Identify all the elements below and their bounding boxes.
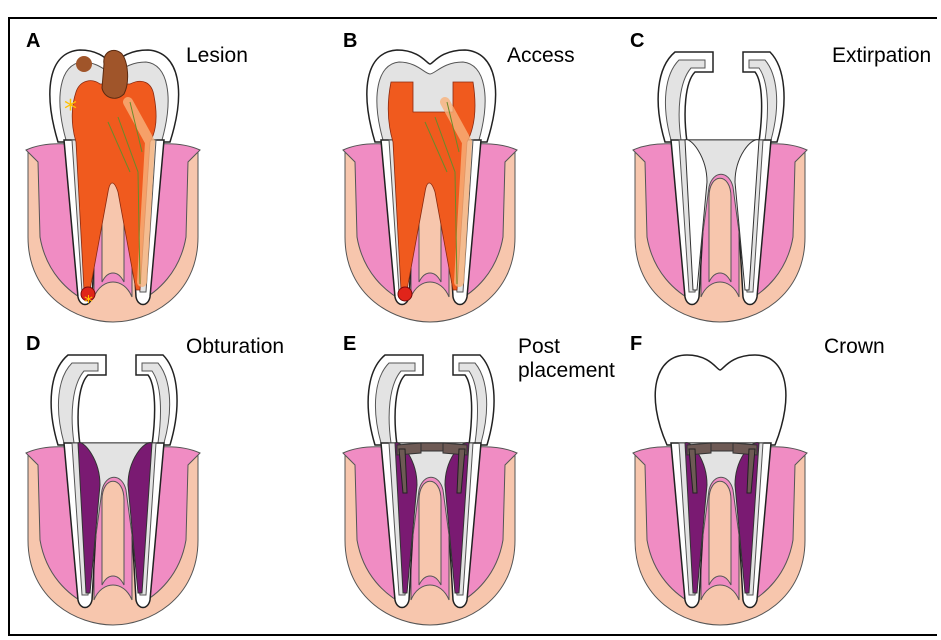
panel-letter: C (630, 30, 644, 53)
panel-title: Crown (824, 335, 885, 359)
panel-title: Post placement (518, 335, 615, 383)
panel-letter: D (26, 333, 40, 356)
apical-abscess (398, 287, 412, 301)
core-bridge (711, 443, 733, 451)
tooth-group (633, 355, 807, 625)
panel-title: Extirpation (832, 44, 931, 68)
tooth-group (26, 355, 200, 625)
panel-title: Lesion (186, 44, 248, 68)
panel-d: D Obturation (18, 325, 333, 630)
panel-c: C Extirpation (622, 22, 937, 327)
core-bridge (421, 443, 443, 451)
tooth-group (343, 50, 517, 322)
lesion-spot (76, 56, 92, 72)
panel-letter: F (630, 333, 642, 356)
tooth-diagram-lesion: ** (18, 22, 333, 327)
interradicular-bone (419, 481, 441, 585)
panel-a: ** A Lesion (18, 22, 333, 327)
carious-lesion (102, 50, 128, 98)
panel-f: F Crown (622, 325, 937, 630)
panel-e: E Post placement (335, 325, 650, 630)
interradicular-bone (709, 178, 731, 282)
star-marker: * (64, 95, 77, 125)
interradicular-bone (709, 481, 731, 585)
tooth-diagram-access (335, 22, 650, 327)
tooth-group (343, 355, 517, 625)
tooth-group: ** (26, 50, 200, 322)
panel-b: B Access (335, 22, 650, 327)
panel-letter: B (343, 30, 357, 53)
panel-letter: A (26, 30, 40, 53)
tooth-diagram-crown (622, 325, 937, 630)
tooth-group (633, 52, 807, 322)
panel-title: Obturation (186, 335, 284, 359)
interradicular-bone (102, 481, 124, 585)
star-marker: * (84, 292, 93, 313)
panel-letter: E (343, 333, 356, 356)
panel-title: Access (507, 44, 575, 68)
crown-cap (655, 355, 786, 445)
tooth-diagram-obturation (18, 325, 333, 630)
